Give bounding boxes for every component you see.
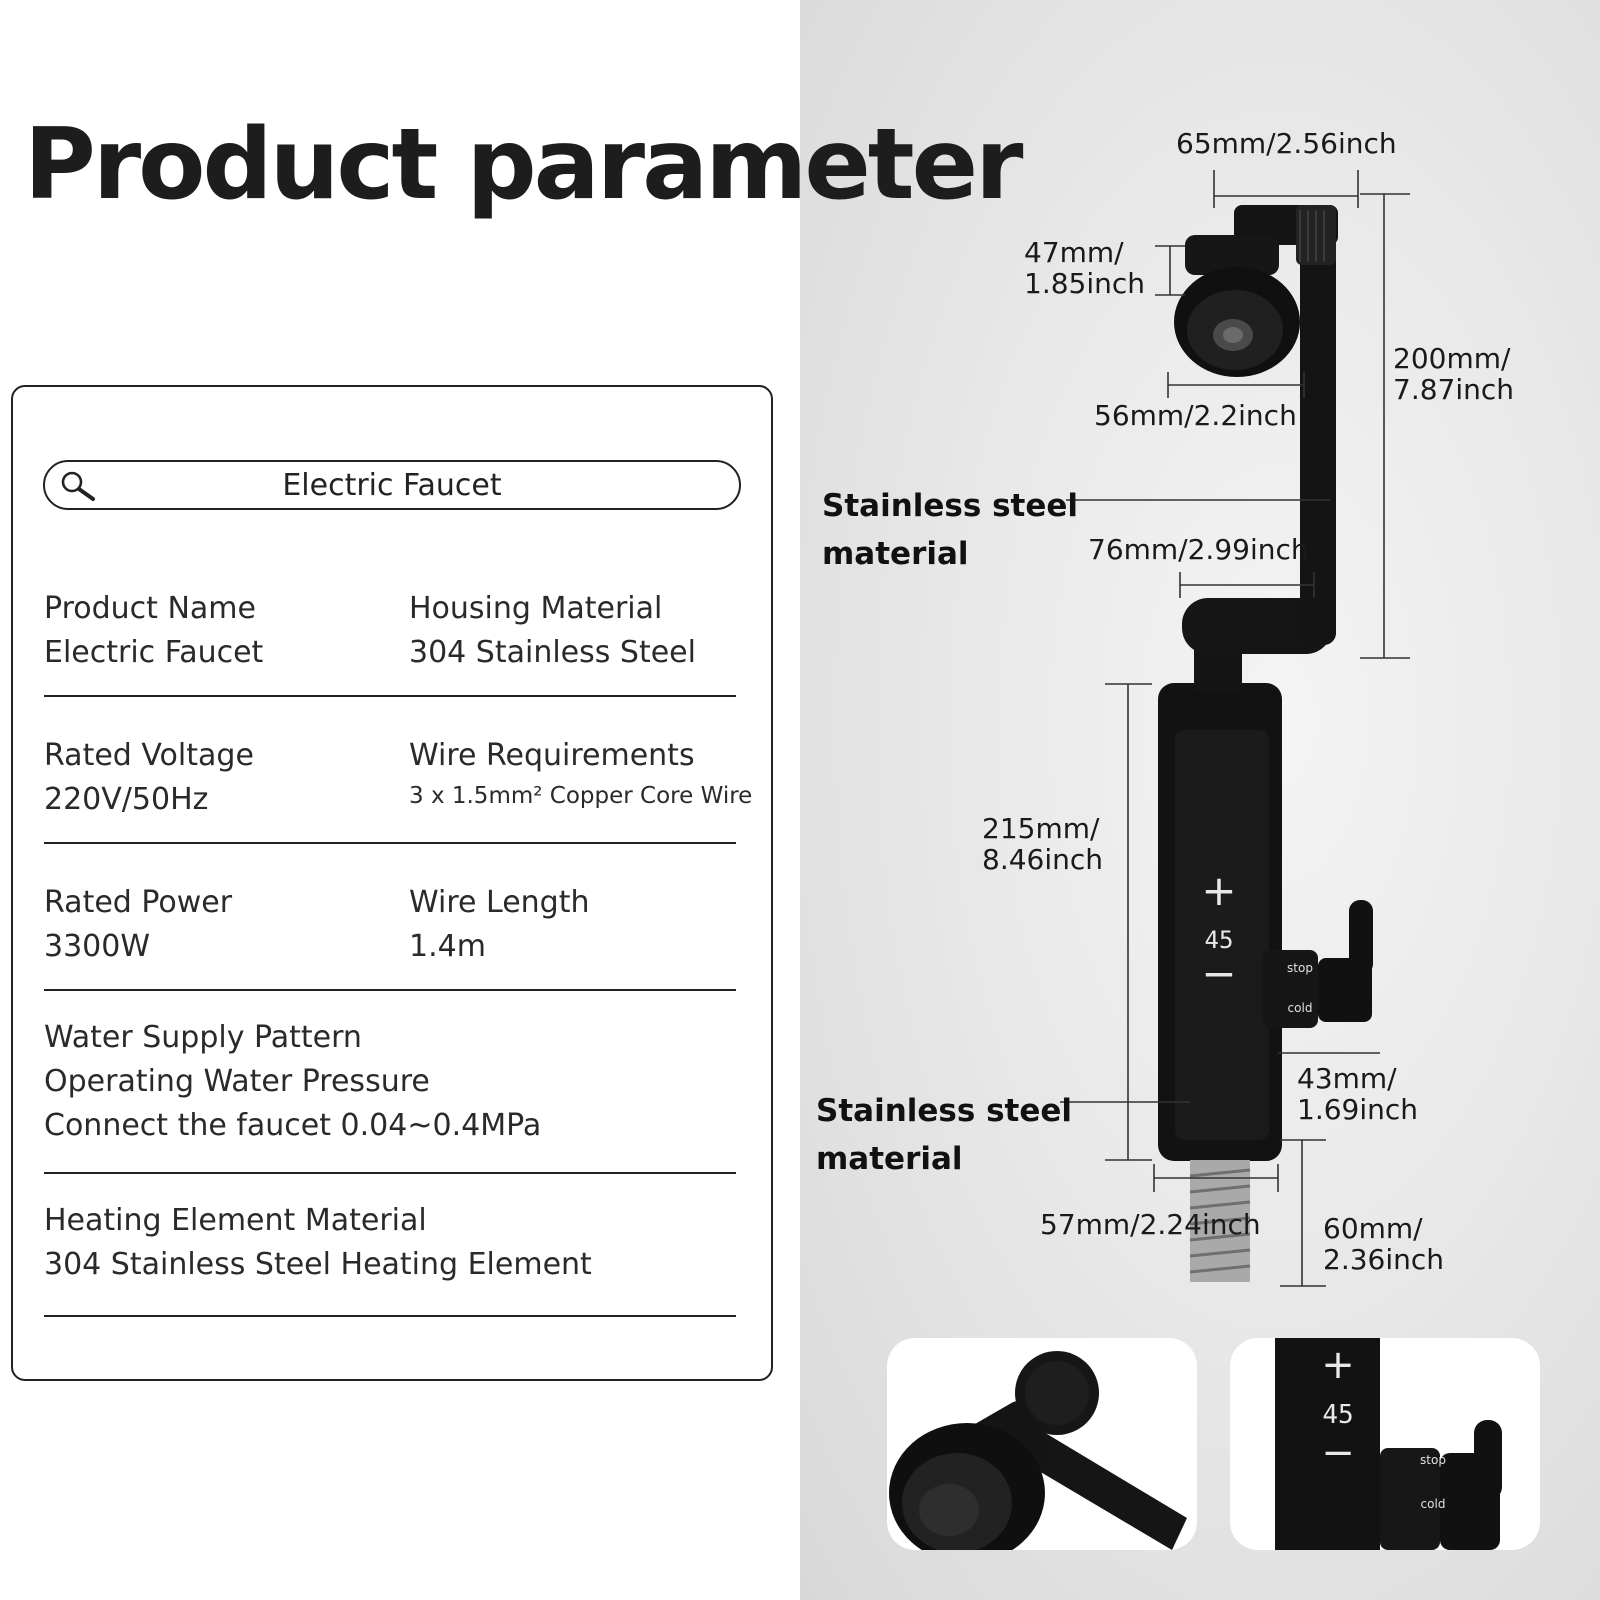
dim-head-diameter: 56mm/2.2inch (1094, 399, 1297, 432)
spec-wire-requirements: Wire Requirements 3 x 1.5mm² Copper Core… (409, 738, 753, 809)
divider (44, 842, 736, 844)
thumbnail-spray-head (887, 1338, 1197, 1550)
thumbnail-control-panel: + 45 − stop cold (1230, 1338, 1540, 1550)
lever-handle (1349, 900, 1373, 975)
dim-head-depth: 47mm/1.85inch (1024, 236, 1146, 300)
divider (44, 695, 736, 697)
search-icon (61, 471, 95, 501)
spec-rated-voltage: Rated Voltage 220V/50Hz (44, 738, 254, 817)
dim-arm-height: 200mm/7.87inch (1393, 342, 1515, 406)
page-title: Product parameter (24, 108, 1023, 222)
thumb-cold-label: cold (1421, 1497, 1446, 1511)
dimension-lines (1060, 170, 1410, 1287)
search-bar[interactable]: Electric Faucet (43, 460, 741, 510)
dim-spray-width: 65mm/2.56inch (1176, 127, 1397, 160)
thumb-stop-label: stop (1420, 1453, 1446, 1467)
spec-rated-power: Rated Power 3300W (44, 885, 233, 964)
upright-arm (1300, 205, 1336, 645)
thumb-plus-label: + (1321, 1342, 1355, 1388)
dim-body-height: 215mm/8.46inch (982, 812, 1104, 876)
dim-inlet-length: 60mm/2.36inch (1323, 1212, 1445, 1276)
spray-head (1174, 235, 1300, 377)
search-label: Electric Faucet (282, 468, 502, 503)
knob-stop-label: stop (1287, 961, 1313, 975)
thumb-temperature-display: 45 (1322, 1400, 1353, 1430)
spec-product-name: Product Name Electric Faucet (44, 591, 264, 670)
faucet-minus-label: − (1201, 949, 1236, 998)
divider (44, 1315, 736, 1317)
spec-heating-element: Heating Element Material 304 Stainless S… (44, 1203, 592, 1282)
spec-card: Electric Faucet Product Name Electric Fa… (11, 385, 773, 1381)
faucet-neck (1194, 650, 1242, 692)
lower-swivel-arm (1182, 598, 1332, 654)
dim-arm-length: 76mm/2.99inch (1088, 533, 1309, 566)
divider (44, 1172, 736, 1174)
spec-wire-length: Wire Length 1.4m (409, 885, 590, 964)
spec-housing-material: Housing Material 304 Stainless Steel (409, 591, 696, 670)
dim-body-diameter: 57mm/2.24inch (1040, 1208, 1261, 1241)
faucet-temperature-display: 45 (1205, 926, 1234, 954)
temperature-knob (1262, 950, 1318, 1028)
thumb-minus-label: − (1321, 1430, 1355, 1476)
divider (44, 989, 736, 991)
knob-cold-label: cold (1288, 1001, 1313, 1015)
faucet-plus-label: + (1201, 866, 1236, 915)
spec-water-supply: Water Supply Pattern Operating Water Pre… (44, 1020, 542, 1143)
dim-knob-width: 43mm/1.69inch (1297, 1062, 1419, 1126)
